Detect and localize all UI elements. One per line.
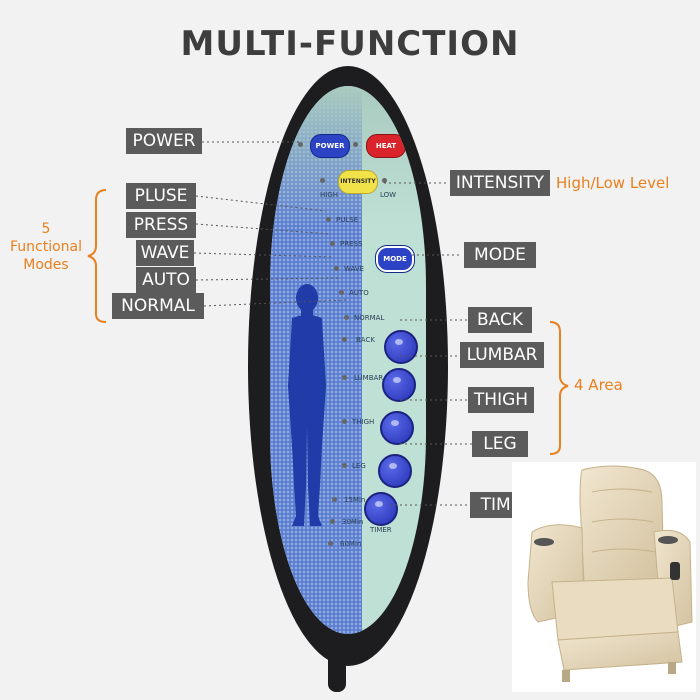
wave-callout: WAVE — [136, 240, 194, 266]
mode-wave-label: WAVE — [344, 265, 365, 273]
intensity-button[interactable]: INTENSITY — [338, 170, 378, 194]
thigh-callout: THIGH — [468, 387, 534, 413]
remote-control: POWER HEAT INTENSITY HIGH LOW PULSE PRES… — [248, 66, 448, 692]
timer-15-label: 15Min — [344, 496, 366, 504]
pulse-dot — [326, 217, 331, 222]
timer30-dot — [330, 519, 335, 524]
timer-label: TIMER — [370, 526, 392, 534]
normal-dot — [344, 315, 349, 320]
press-dot — [330, 241, 335, 246]
area-back-label: BACK — [356, 336, 375, 344]
timer15-dot — [332, 497, 337, 502]
leg-dot — [342, 463, 347, 468]
heat-button[interactable]: HEAT — [366, 134, 406, 158]
modes-bracket — [87, 189, 107, 323]
mode-auto-label: AUTO — [349, 289, 369, 297]
wave-dot — [334, 266, 339, 271]
auto-dot — [339, 290, 344, 295]
mode-normal-label: NORMAL — [354, 314, 385, 322]
mode-callout: MODE — [464, 242, 536, 268]
back-dot — [342, 337, 347, 342]
leg-callout: LEG — [472, 431, 528, 457]
thigh-button[interactable] — [380, 411, 414, 445]
mode-button[interactable]: MODE — [376, 246, 414, 272]
lumbar-dot — [342, 375, 347, 380]
low-indicator-dot — [382, 178, 387, 183]
area-leg-label: LEG — [352, 462, 366, 470]
remote-panel: POWER HEAT INTENSITY HIGH LOW PULSE PRES… — [270, 86, 426, 634]
timer-button[interactable] — [364, 492, 398, 526]
mode-press-label: PRESS — [340, 240, 363, 248]
back-callout: BACK — [468, 307, 532, 333]
power-callout: POWER — [126, 128, 202, 154]
area-bracket — [549, 321, 569, 455]
four-area-annotation: 4 Area — [574, 376, 623, 394]
area-thigh-label: THIGH — [352, 418, 375, 426]
page-title: MULTI-FUNCTION — [180, 24, 520, 64]
leg-button[interactable] — [378, 454, 412, 488]
area-lumbar-label: LUMBAR — [354, 374, 384, 382]
press-callout: PRESS — [126, 212, 196, 238]
heat-indicator-dot — [353, 142, 358, 147]
human-figure-icon — [288, 284, 326, 526]
power-button[interactable]: POWER — [310, 134, 350, 158]
timer-60-label: 60Min — [340, 540, 362, 548]
auto-callout: AUTO — [136, 267, 196, 293]
back-button[interactable] — [384, 330, 418, 364]
high-indicator-dot — [320, 178, 325, 183]
intensity-callout: INTENSITY — [450, 170, 550, 196]
normal-callout: NORMAL — [112, 293, 204, 319]
thigh-dot — [342, 419, 347, 424]
timer-30-label: 30Min — [342, 518, 364, 526]
power-indicator-dot — [298, 142, 303, 147]
high-low-annotation: High/Low Level — [556, 174, 670, 192]
low-label: LOW — [380, 191, 397, 199]
lumbar-callout: LUMBAR — [460, 342, 544, 368]
functional-modes-annotation: 5 Functional Modes — [9, 221, 83, 273]
pluse-callout: PLUSE — [126, 183, 196, 209]
high-label: HIGH — [320, 191, 339, 199]
timer60-dot — [328, 541, 333, 546]
recliner-chair-image — [512, 462, 696, 692]
mode-pulse-label: PULSE — [336, 216, 359, 224]
lumbar-button[interactable] — [382, 368, 416, 402]
